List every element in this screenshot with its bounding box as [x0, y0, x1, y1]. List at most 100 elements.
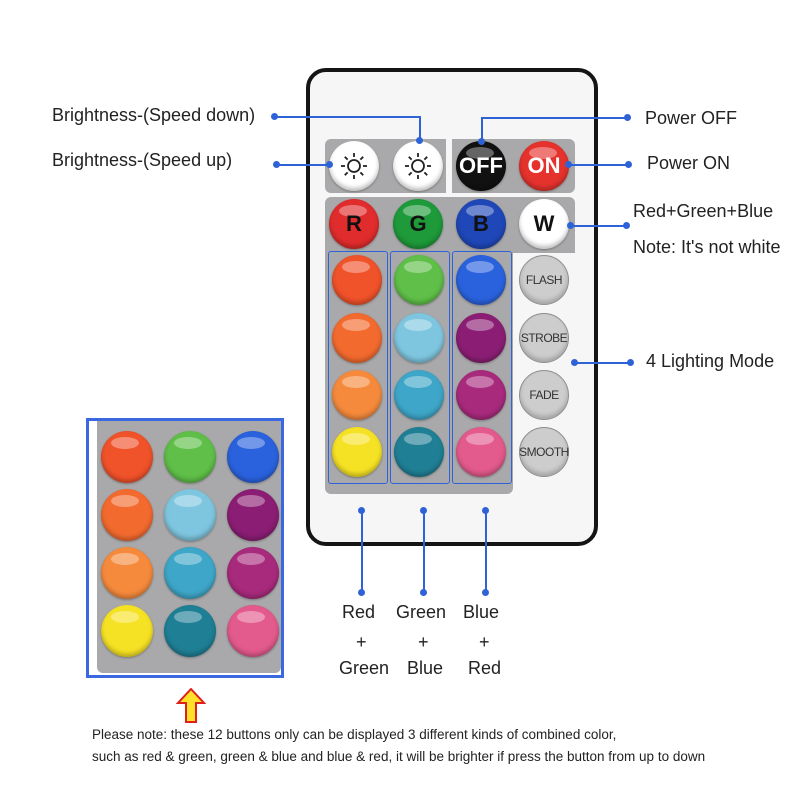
button-shine	[174, 553, 202, 565]
button-shine	[111, 437, 139, 449]
combo-plus: +	[418, 632, 429, 652]
combo-plus: +	[356, 632, 367, 652]
button-shine	[237, 553, 265, 565]
color-button[interactable]	[394, 255, 444, 305]
leader-line	[568, 164, 628, 166]
combo-top-blue: Blue	[463, 602, 500, 622]
leader-line	[423, 510, 425, 592]
button-shine	[404, 376, 432, 388]
leader-line	[481, 117, 483, 141]
color-button[interactable]	[456, 370, 506, 420]
leader-dot	[482, 507, 489, 514]
leader-dot	[567, 222, 574, 229]
button-shine	[339, 205, 367, 217]
color-button[interactable]	[456, 427, 506, 477]
color-b-button[interactable]: B	[456, 199, 506, 249]
power-on-button[interactable]: ON	[519, 141, 569, 191]
color-button[interactable]	[394, 427, 444, 477]
leader-line	[574, 362, 630, 364]
leader-line	[485, 510, 487, 592]
mode-label: FLASH	[525, 273, 563, 287]
button-shine	[466, 376, 494, 388]
color-button[interactable]	[332, 370, 382, 420]
power-on-label: ON	[527, 153, 561, 178]
leader-dot	[273, 161, 280, 168]
button-shine	[237, 611, 265, 623]
panel-divider	[446, 139, 452, 193]
mode-strobe-button[interactable]: STROBE	[519, 313, 569, 363]
color-button[interactable]	[394, 313, 444, 363]
zoom-color-button	[101, 547, 153, 599]
zoom-color-button	[227, 489, 279, 541]
combo-bottom-blue: Blue	[407, 658, 444, 678]
mode-smooth-button[interactable]: SMOOTH	[519, 427, 569, 477]
button-shine	[529, 147, 557, 159]
zoom-color-button	[227, 431, 279, 483]
color-button[interactable]	[332, 427, 382, 477]
leader-line	[274, 116, 420, 118]
brightness-down-button[interactable]	[329, 141, 379, 191]
leader-dot	[326, 161, 333, 168]
color-b-label: B	[473, 211, 489, 236]
leader-dot	[416, 137, 423, 144]
lighting-mode-label: 4 Lighting Mode	[646, 351, 775, 371]
color-g-label: G	[409, 211, 427, 236]
color-w-label: W	[533, 211, 555, 236]
button-shine	[466, 261, 494, 273]
brightness-up-label: Brightness-(Speed up)	[52, 150, 233, 170]
mode-fade-button[interactable]: FADE	[519, 370, 569, 420]
combo-bottom-red: Red	[468, 658, 502, 678]
leader-dot	[624, 114, 631, 121]
leader-dot	[358, 589, 365, 596]
color-button[interactable]	[394, 370, 444, 420]
zoom-color-button	[101, 489, 153, 541]
button-shine	[404, 433, 432, 445]
leader-line	[361, 510, 363, 592]
button-shine	[237, 495, 265, 507]
brightness-up-button[interactable]	[393, 141, 443, 191]
zoom-color-button	[164, 489, 216, 541]
color-button[interactable]	[332, 313, 382, 363]
button-shine	[237, 437, 265, 449]
color-button[interactable]	[456, 313, 506, 363]
mode-flash-button[interactable]: FLASH	[519, 255, 569, 305]
mode-label: FADE	[529, 388, 559, 402]
button-shine	[529, 205, 557, 217]
not-white-note: Note: It's not white	[633, 237, 781, 257]
button-shine	[404, 261, 432, 273]
leader-dot	[478, 138, 485, 145]
button-shine	[174, 495, 202, 507]
leader-dot	[482, 589, 489, 596]
zoom-color-button	[227, 547, 279, 599]
power-on-label: Power ON	[647, 153, 731, 173]
column-frame-green-blue	[390, 251, 450, 484]
zoom-color-button	[164, 605, 216, 657]
power-off-label: Power OFF	[645, 108, 738, 128]
button-shine	[403, 147, 431, 159]
button-shine	[466, 147, 494, 159]
color-w-button[interactable]: W	[519, 199, 569, 249]
zoom-color-button	[101, 605, 153, 657]
mode-label: STROBE	[520, 331, 568, 345]
button-shine	[466, 205, 494, 217]
leader-dot	[358, 507, 365, 514]
leader-dot	[271, 113, 278, 120]
power-off-button[interactable]: OFF	[456, 141, 506, 191]
leader-dot	[420, 589, 427, 596]
zoom-color-button	[164, 431, 216, 483]
combo-top-green: Green	[396, 602, 447, 622]
color-button[interactable]	[332, 255, 382, 305]
column-frame-blue-red	[452, 251, 512, 484]
button-shine	[174, 611, 202, 623]
leader-dot	[571, 359, 578, 366]
mode-label: SMOOTH	[519, 445, 569, 459]
button-shine	[342, 376, 370, 388]
sun-icon	[405, 153, 431, 179]
color-r-button[interactable]: R	[329, 199, 379, 249]
sun-icon	[341, 153, 367, 179]
rgb-white-label: Red+Green+Blue	[633, 201, 774, 221]
power-off-label: OFF	[459, 153, 503, 178]
color-g-button[interactable]: G	[393, 199, 443, 249]
leader-dot	[623, 222, 630, 229]
color-button[interactable]	[456, 255, 506, 305]
